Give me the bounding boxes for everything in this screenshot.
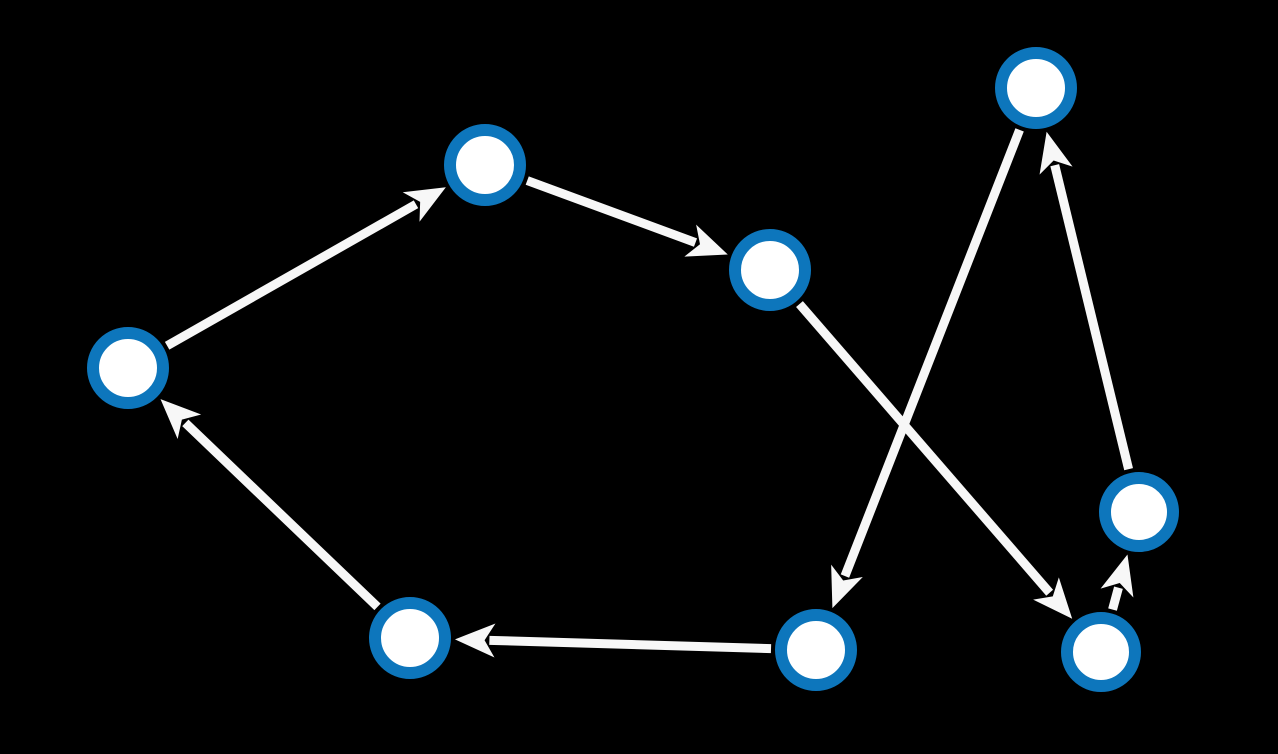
node-right-middle[interactable]	[1099, 472, 1179, 552]
node-circle-icon[interactable]	[775, 609, 857, 691]
node-top-right[interactable]	[995, 47, 1077, 129]
edge-top-left-to-top-middle	[525, 176, 728, 257]
node-bottom-middle[interactable]	[775, 609, 857, 691]
edge-bottom-left-to-left	[160, 399, 381, 611]
arrowhead-icon	[1033, 577, 1073, 619]
node-top-middle[interactable]	[729, 229, 811, 311]
node-circle-icon[interactable]	[1061, 612, 1141, 692]
arrowhead-icon	[160, 399, 202, 440]
node-circle-icon[interactable]	[87, 327, 169, 409]
arrowhead-icon	[831, 564, 863, 609]
node-circle-icon[interactable]	[369, 597, 451, 679]
arrowhead-icon	[454, 623, 496, 658]
node-left[interactable]	[87, 327, 169, 409]
nodes-layer	[87, 47, 1179, 692]
arrowhead-icon	[684, 224, 728, 257]
arrowhead-icon	[1100, 554, 1134, 598]
node-circle-icon[interactable]	[729, 229, 811, 311]
edge-bottom-right-to-right-middle	[1100, 554, 1134, 611]
edge-bottom-middle-to-bottom-left	[454, 623, 772, 658]
node-bottom-right[interactable]	[1061, 612, 1141, 692]
node-bottom-left[interactable]	[369, 597, 451, 679]
node-circle-icon[interactable]	[1099, 472, 1179, 552]
node-circle-icon[interactable]	[444, 124, 526, 206]
node-circle-icon[interactable]	[995, 47, 1077, 129]
edge-top-right-to-bottom-middle	[831, 128, 1024, 609]
arrowhead-icon	[1039, 131, 1073, 175]
edges-layer	[160, 128, 1134, 658]
edge-right-middle-to-top-right	[1039, 131, 1133, 471]
edge-left-to-top-left	[164, 187, 446, 350]
arrowhead-icon	[402, 187, 446, 222]
node-top-left[interactable]	[444, 124, 526, 206]
edge-top-middle-to-bottom-right	[796, 301, 1073, 619]
